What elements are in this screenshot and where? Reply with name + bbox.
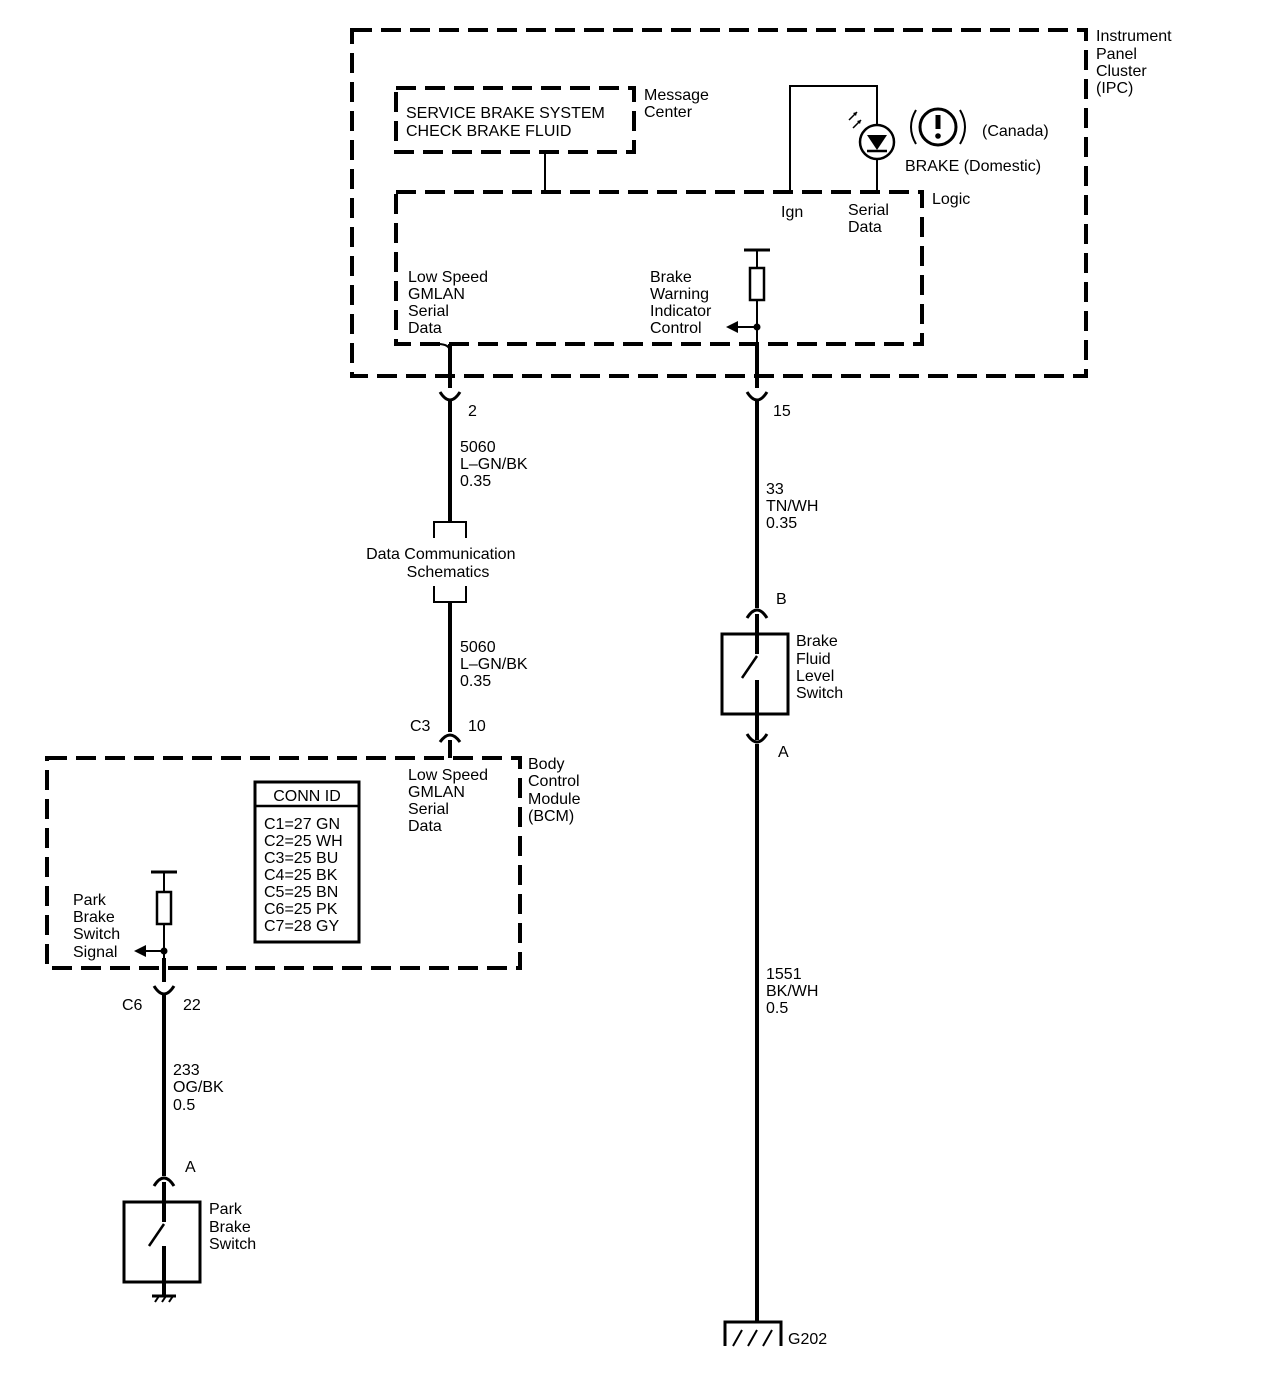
dcs-bracket-bottom [433,586,467,603]
logic-box [394,190,924,346]
park-switch-blade [147,1223,166,1247]
park-brake-switch-label: Park Brake Switch [209,1201,256,1253]
dcs-bracket-top [433,521,467,538]
dcs-label: Data Communication Schematics [366,546,520,581]
ground-g202-label: G202 [788,1331,827,1348]
ipc-pullup-resistor [748,266,766,302]
connector-ipc-pin15 [745,391,769,402]
park-wire-label: 233 OG/BK 0.5 [173,1062,228,1114]
bcm-output-arrowhead [134,945,146,957]
fluid-switch-pin-a-label: A [778,744,789,761]
connector-fluid-switch-b [745,608,769,619]
park-switch-pin-a-label: A [185,1159,196,1176]
conn-id-title: CONN ID [273,788,341,805]
serial-data-label: Serial Data [848,202,893,236]
connector-fluid-switch-a [745,733,769,744]
led-icon [848,111,896,161]
brake-lower-wire-label: 1551 BK/WH 0.5 [766,966,823,1017]
ipc-output-arrowhead [726,321,738,333]
conn-id-table [253,780,361,944]
bcm-pin10-label: 10 [468,718,486,735]
connector-bcm-c3 [438,733,462,743]
ipc-module-outline [350,28,1088,378]
pin-2-label: 2 [468,403,477,420]
connector-bcm-c6 [152,985,176,996]
message-center-text: SERVICE BRAKE SYSTEM CHECK BRAKE FLUID [406,105,609,140]
fluid-switch-blade [740,655,759,679]
gmlan-lower-wire-label: 5060 L–GN/BK 0.35 [460,639,532,690]
brake-warning-control-label: Brake Warning Indicator Control [650,269,716,337]
ipc-gmlan-label: Low Speed GMLAN Serial Data [408,269,493,337]
bcm-c3-label: C3 [410,718,431,735]
park-brake-signal-label: Park Brake Switch Signal [73,892,125,961]
gmlan-upper-wire-label: 5060 L–GN/BK 0.35 [460,439,532,490]
bcm-label: Body Control Module (BCM) [528,756,585,825]
message-center-box [394,86,636,154]
conn-id-list: C1=27 GN C2=25 WH C3=25 BU C4=25 BK C5=2… [264,816,347,935]
logic-label: Logic [932,191,970,208]
brake-upper-wire-label: 33 TN/WH 0.35 [766,481,823,532]
bcm-module-outline [45,756,522,970]
brake-warning-symbol-icon [910,107,966,147]
indicator-circuit-wire [789,85,878,192]
canada-label: (Canada) [982,123,1049,140]
bcm-gmlan-label: Low Speed GMLAN Serial Data [408,767,493,835]
fluid-switch-pin-b-label: B [776,591,787,608]
domestic-label: BRAKE (Domestic) [905,158,1041,175]
ground-g202-icon [723,1320,783,1347]
bcm-pullup-resistor [155,890,173,926]
chassis-ground-icon [152,1294,176,1303]
bcm-pin22-label: 22 [183,997,201,1014]
bcm-c6-label: C6 [122,997,143,1014]
connector-ipc-pin2 [438,391,462,402]
message-center-label: Message Center [644,87,713,121]
ign-label: Ign [781,204,803,221]
pin-15-label: 15 [773,403,791,420]
connector-park-switch-a [152,1176,176,1187]
ipc-label: Instrument Panel Cluster (IPC) [1096,28,1176,97]
brake-fluid-switch-label: Brake Fluid Level Switch [796,633,843,702]
